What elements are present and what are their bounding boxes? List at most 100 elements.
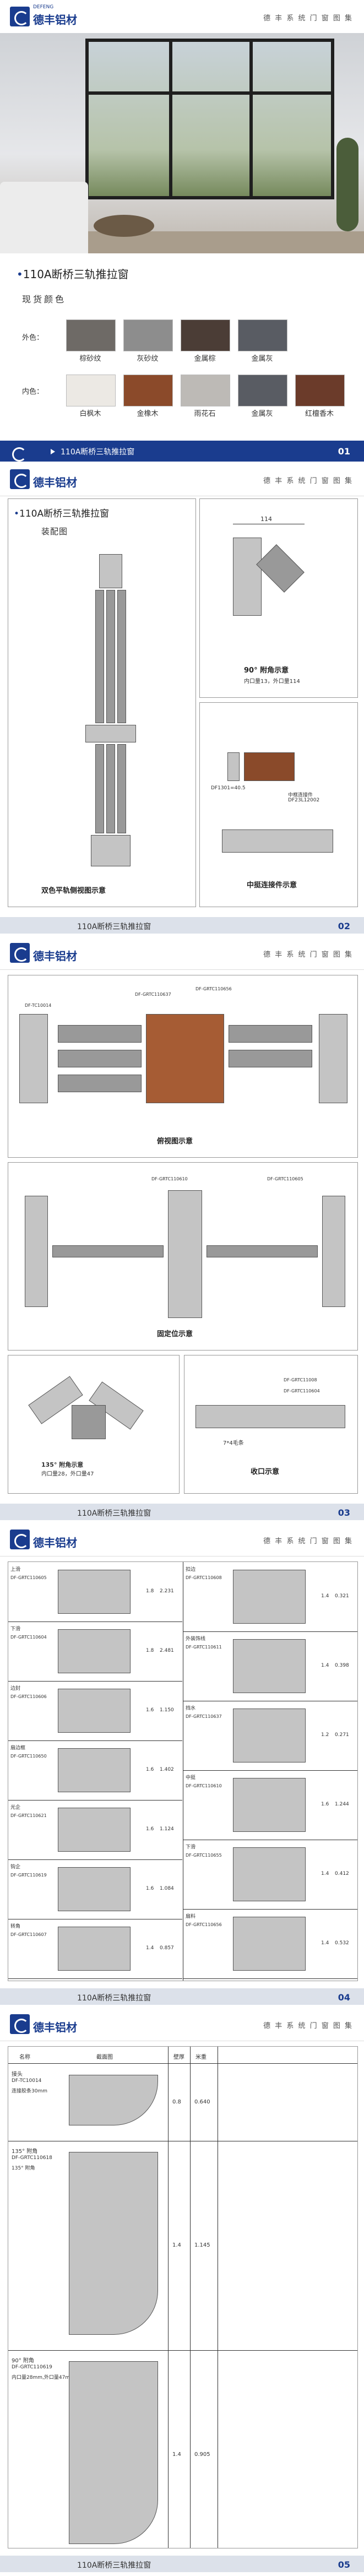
brand-logo-icon bbox=[10, 1530, 30, 1549]
row-name: 135° 附角 bbox=[12, 2149, 38, 2155]
row-thick: 1.6 bbox=[321, 1802, 329, 1807]
profile-glass-left bbox=[95, 590, 104, 723]
row-name: 挡水 bbox=[186, 1706, 196, 1711]
dim-df1301: DF1301=40.5 bbox=[211, 785, 246, 791]
stock-colors-heading: 现货颜色 bbox=[22, 294, 67, 305]
color-swatch-label: 金橡木 bbox=[137, 410, 159, 418]
page-number: 05 bbox=[338, 2559, 350, 2570]
assembly-panel: •110A断桥三轨推拉窗 装配图 双色平轨侧视图示意 bbox=[8, 498, 196, 907]
product-title-2: •110A断桥三轨推拉窗 bbox=[14, 508, 110, 519]
th-drawing: 截面图 bbox=[96, 2054, 113, 2060]
p2-br-caption: 收口示意 bbox=[251, 1468, 280, 1476]
row-thick: 1.4 bbox=[321, 1663, 329, 1668]
row-name: 扣边 bbox=[186, 1567, 196, 1572]
p2-bl-caption: 135° 附角示意 bbox=[41, 1461, 84, 1468]
row-drawing bbox=[233, 1709, 306, 1762]
row-weight: 0.905 bbox=[194, 2452, 210, 2458]
row-code: DF-GRTC110606 bbox=[10, 1694, 47, 1699]
header-subtitle: 德 丰 系 统 门 窗 图 集 bbox=[263, 1537, 353, 1545]
p1-rb-caption: 中挺连接件示意 bbox=[247, 881, 297, 890]
row-spec: 连接胶条30mm bbox=[12, 2089, 47, 2094]
brand-name: 德丰铝材 bbox=[33, 2021, 77, 2034]
page-number: 02 bbox=[338, 921, 350, 931]
color-swatch bbox=[295, 375, 345, 406]
row-drawing bbox=[233, 1570, 306, 1624]
row-thick: 1.8 bbox=[146, 1588, 154, 1594]
row-drawing bbox=[58, 1570, 131, 1614]
row-drawing bbox=[58, 1927, 131, 1971]
fixed-panel: DF-GRTC110610 DF-GRTC110605 固定位示意 bbox=[8, 1162, 358, 1351]
color-swatch-label: 红檀香木 bbox=[305, 410, 334, 418]
brand-name: 德丰铝材 bbox=[33, 950, 77, 963]
row-name: 扇料 bbox=[186, 1914, 196, 1919]
mullion-part-b bbox=[244, 752, 295, 781]
mullion-part-a bbox=[227, 752, 240, 781]
page-bar-04: 110A断桥三轨推拉窗 04 bbox=[0, 1988, 364, 2005]
brand-en: DEFENG bbox=[33, 4, 54, 10]
p1-left-caption: 双色平轨侧视图示意 bbox=[41, 887, 106, 895]
page-bar-title: 110A断桥三轨推拉窗 bbox=[61, 448, 135, 457]
label-c: DF-TC10014 bbox=[25, 1003, 52, 1008]
p1-rt-note: 内口量13，外口量114 bbox=[244, 679, 300, 685]
row-name: 转角 bbox=[10, 1924, 21, 1929]
profile-glass-m2 bbox=[106, 744, 115, 833]
mullion-section bbox=[222, 829, 333, 853]
row-name: 下滑 bbox=[186, 1845, 196, 1850]
row-name: 钩企 bbox=[10, 1864, 21, 1870]
row-weight: 0.857 bbox=[160, 1945, 174, 1951]
page-header-5: 德丰铝材 德 丰 系 统 门 窗 图 集 bbox=[0, 2008, 364, 2041]
p1-rt-caption: 90° 附角示意 bbox=[244, 666, 289, 675]
tv-sash-3 bbox=[58, 1075, 142, 1092]
top-header: DEFENG 德丰铝材 德 丰 系 统 门 窗 图 集 bbox=[0, 0, 364, 34]
page-bar-02: 110A断桥三轨推拉窗 02 bbox=[0, 917, 364, 934]
p2-bl-note: 内口量28，外口量47 bbox=[41, 1471, 94, 1477]
row-name: 接头 bbox=[12, 2071, 23, 2078]
th-weight: 米重 bbox=[195, 2054, 207, 2060]
dim-114: 114 bbox=[260, 516, 272, 523]
row-thick: 1.6 bbox=[146, 1826, 154, 1832]
brand-name: 德丰铝材 bbox=[33, 1536, 77, 1549]
top-view-panel: DF-GRTC110637 DF-GRTC110656 DF-TC10014 俯… bbox=[8, 975, 358, 1158]
color-swatch bbox=[181, 319, 230, 351]
row-thick: 1.4 bbox=[321, 1871, 329, 1877]
row-thick: 1.4 bbox=[172, 2242, 181, 2248]
fx-glass-1 bbox=[52, 1245, 164, 1257]
color-swatch bbox=[238, 319, 287, 351]
color-swatch-label: 白枫木 bbox=[79, 410, 101, 418]
connector-code: DF23L12002 bbox=[288, 798, 320, 803]
profile-bottom bbox=[91, 835, 131, 866]
row-code: DF-GRTC110619 bbox=[10, 1873, 47, 1878]
brand-name: 德丰铝材 bbox=[33, 476, 77, 489]
brand-name: 德丰铝材 bbox=[33, 13, 77, 26]
row-drawing bbox=[69, 2361, 158, 2544]
page-bar-title: 110A断桥三轨推拉窗 bbox=[77, 1509, 151, 1518]
a135-core bbox=[72, 1405, 106, 1439]
color-swatch bbox=[238, 375, 287, 406]
row-weight: 0.640 bbox=[194, 2099, 210, 2105]
row-thick: 0.8 bbox=[172, 2099, 181, 2105]
color-swatch bbox=[66, 319, 116, 351]
row-code: DF-GRTC110607 bbox=[10, 1932, 47, 1937]
row-code: DF-GRTC110619 bbox=[12, 2365, 52, 2370]
row-code: DF-GRTC110611 bbox=[186, 1645, 222, 1650]
closing-panel: DF-GRTC11008 DF-GRTC110604 7*4毛条 收口示意 bbox=[184, 1355, 358, 1494]
profile-glass-r2 bbox=[117, 744, 126, 833]
table-illustration bbox=[94, 215, 154, 237]
label-e: DF-GRTC110605 bbox=[267, 1176, 303, 1181]
p2-br-note: 7*4毛条 bbox=[223, 1440, 244, 1446]
row-name: 边封 bbox=[10, 1686, 21, 1691]
row-weight: 0.398 bbox=[335, 1663, 349, 1668]
header-subtitle: 德 丰 系 统 门 窗 图 集 bbox=[263, 477, 353, 485]
product-title-1: •110A断桥三轨推拉窗 bbox=[17, 268, 129, 281]
row-weight: 0.412 bbox=[335, 1871, 349, 1877]
close-section bbox=[195, 1405, 345, 1428]
mullion-panel: DF1301=40.5 中框连接件 DF23L12002 中挺连接件示意 bbox=[199, 702, 358, 907]
assembly-heading: 装配图 bbox=[41, 527, 68, 536]
fx-right bbox=[322, 1196, 345, 1307]
